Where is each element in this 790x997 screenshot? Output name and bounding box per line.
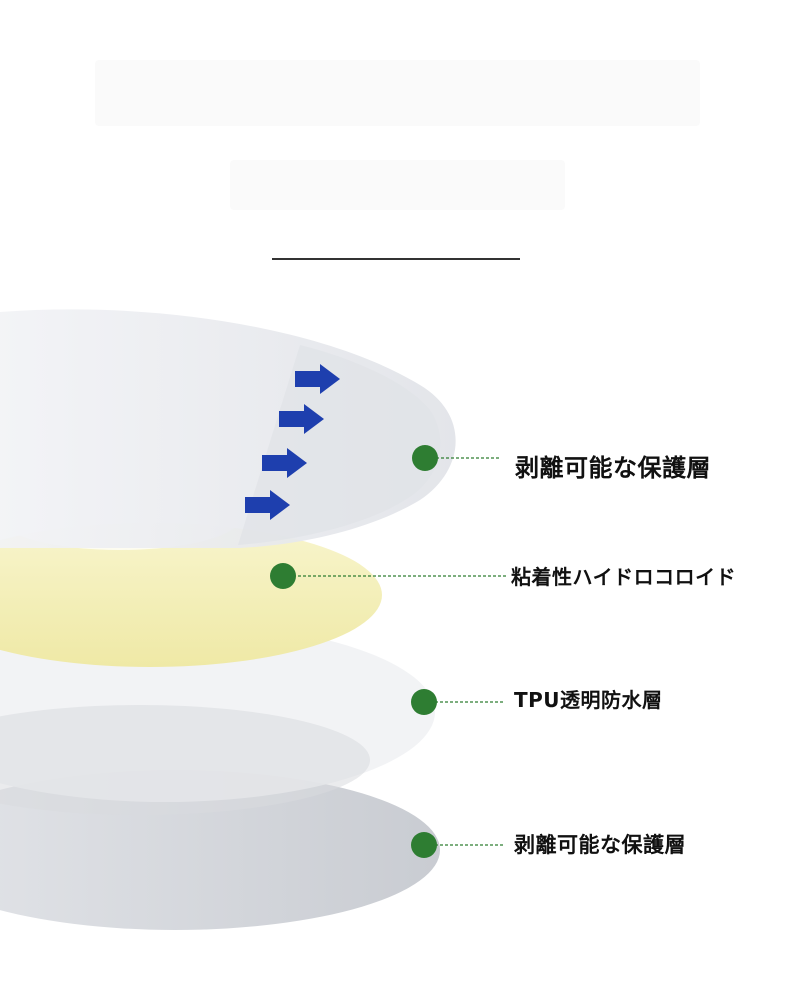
markers (270, 445, 438, 858)
subheader-faded-band (230, 160, 565, 210)
label-hydrocolloid-layer: 粘着性ハイドロコロイド (511, 565, 737, 589)
label-bottom-protective-layer: 剥離可能な保護層 (514, 833, 686, 857)
tpu-film-shadow (0, 705, 370, 815)
top-layer-peel-flap (238, 345, 441, 545)
arrow-right-icon (245, 490, 290, 520)
arrow-right-icon (279, 404, 324, 434)
hydrocolloid-layer (0, 523, 382, 667)
dot-marker-icon (411, 689, 437, 715)
peel-arrows (245, 364, 340, 520)
dot-marker-icon (411, 832, 437, 858)
leader-lines (283, 457, 506, 846)
dot-marker-icon (412, 445, 438, 471)
dot-marker-icon (270, 563, 296, 589)
label-top-protective-layer: 剥離可能な保護層 (515, 454, 711, 482)
header-faded-band (95, 60, 700, 126)
label-tpu-film-layer: TPU透明防水層 (514, 688, 663, 712)
title-divider (272, 258, 520, 260)
arrow-right-icon (295, 364, 340, 394)
arrow-right-icon (262, 448, 307, 478)
